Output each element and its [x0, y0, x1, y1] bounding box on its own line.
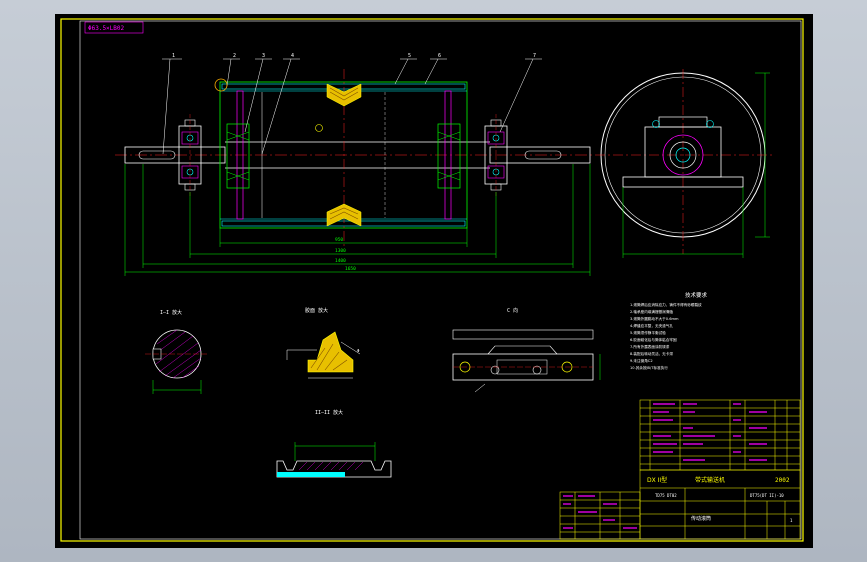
drawing-code: DT75(DT II)-10 — [750, 493, 784, 498]
section-d-label: II—II 放大 — [315, 409, 343, 416]
dimension-lines — [124, 164, 591, 276]
view-c: C 向 — [452, 307, 601, 393]
inner-border — [79, 20, 802, 540]
section-a-label: I—I 放大 — [160, 309, 182, 316]
section-a: I—I 放大 — [145, 309, 209, 394]
side-view — [595, 69, 773, 258]
shaft-left-end — [124, 146, 226, 164]
parts-list — [639, 399, 801, 471]
spec-code: TD75 DT02 — [655, 493, 677, 498]
parts-list-text — [653, 403, 767, 461]
dim-bearing-span: 1300 — [335, 248, 346, 254]
herringbone-bottom — [326, 203, 362, 227]
hub-left — [226, 123, 250, 189]
rubber-lagging-bottom — [221, 220, 466, 227]
front-view: 1 2 3 4 5 6 7 1650 1400 1300 9 — [115, 53, 593, 276]
rubber-lagging-top — [221, 83, 466, 90]
drum-outline — [219, 81, 468, 229]
tech-req-line-1: 1.滚筒焊后应消除应力，铸件不得有砂眼裂纹 — [630, 302, 702, 307]
tech-req-line-9: 9.未注倒角C2 — [630, 358, 653, 363]
tech-req-line-3: 3.滚筒外圆跳动不大于0.6mm — [630, 316, 679, 321]
title-sub: 带式输送机 — [695, 476, 725, 484]
bearing-housing — [644, 126, 722, 178]
view-c-label: C 向 — [507, 307, 518, 314]
title-block — [559, 469, 801, 540]
end-disc-right — [444, 90, 452, 220]
corner-label-box — [84, 21, 144, 34]
detail-circle-b — [214, 78, 228, 92]
balloon-3: 3 — [262, 53, 265, 59]
tech-req-line-8: 8.装配后转动灵活，无卡滞 — [630, 351, 673, 356]
drawing-sheet: Φ63.5×LB02 — [60, 18, 804, 542]
tech-req-line-6: 6.胶面硫化后与筒体粘合牢固 — [630, 337, 677, 342]
keyway-right — [524, 150, 562, 160]
balloon-4: 4 — [291, 53, 294, 59]
tech-req-heading: 技术要求 — [685, 291, 708, 299]
balloon-5: 5 — [408, 53, 411, 59]
balloon-7: 7 — [533, 53, 536, 59]
sheet-number: 1 — [790, 518, 793, 523]
detail-b: 胶面 放大 Φ — [286, 307, 361, 379]
balloon-1: 1 — [172, 53, 175, 59]
keyway-left — [138, 150, 176, 160]
section-d: II—II 放大 — [276, 409, 392, 478]
dim-shell: 950 — [335, 237, 343, 243]
end-disc-left — [236, 90, 244, 220]
cad-model-space[interactable]: Φ63.5×LB02 — [55, 14, 813, 548]
balloon-2: 2 — [233, 53, 236, 59]
outer-border — [60, 18, 804, 542]
drawing-name: 传动滚筒 — [691, 515, 711, 522]
title-main: DX II型 — [647, 476, 667, 484]
title-year: 2002 — [775, 477, 790, 484]
revision-block-text — [563, 495, 637, 529]
tech-req-line-7: 7.所有外露表面涂防锈漆 — [630, 344, 670, 349]
detail-b-label: 胶面 放大 — [305, 307, 328, 314]
corner-label: Φ63.5×LB02 — [88, 25, 125, 32]
tech-req-line-10: 10.其余按JB/T标准执行 — [630, 365, 668, 370]
balloon-6: 6 — [438, 53, 441, 59]
tech-req-line-2: 2.轴承座内填满锂基润滑脂 — [630, 309, 673, 314]
dim-lower: 1400 — [335, 258, 346, 264]
shaft-right-end — [489, 146, 591, 164]
bearing-right — [484, 114, 508, 196]
bearing-left — [178, 114, 202, 196]
dim-overall: 1650 — [345, 266, 356, 272]
tech-req-line-5: 5.滚筒须作静平衡试验 — [630, 330, 666, 335]
hub-right — [437, 123, 461, 189]
herringbone-top — [326, 83, 362, 107]
tech-req-line-4: 4.焊缝应平整，无夹渣气孔 — [630, 323, 673, 328]
technical-requirements: 技术要求 1.滚筒焊后应消除应力，铸件不得有砂眼裂纹 2.轴承座内填满锂基润滑脂… — [630, 291, 708, 370]
phi-label: Φ — [357, 348, 360, 353]
